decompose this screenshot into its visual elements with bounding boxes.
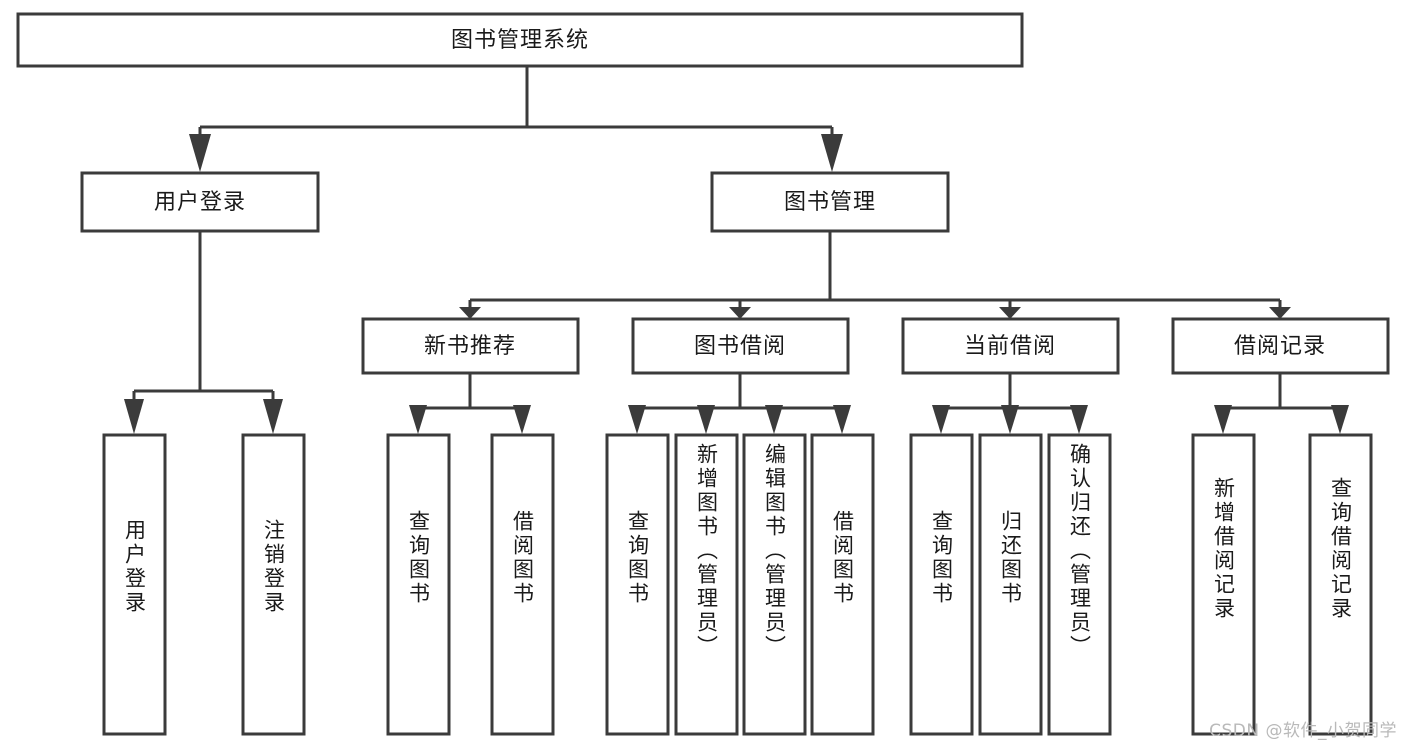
book-management-box-label: 图书管理 (784, 190, 876, 215)
node-book-management[interactable]: 图书管理 (710, 171, 950, 233)
borrow-record-box-rect (1171, 317, 1390, 375)
arrow-icon-leaf-add-record (1214, 405, 1232, 434)
book-management-box-rect (710, 171, 950, 233)
arrow-icon-user-login (189, 134, 211, 172)
edges-user-login-to-leaves (124, 231, 283, 434)
arrow-icon-borrow-record (1269, 307, 1291, 319)
node-new-book-recommend[interactable]: 新书推荐 (361, 317, 580, 375)
arrow-icon-leaf-query-book-3 (932, 405, 950, 434)
leaf-box-add-book[interactable] (674, 433, 739, 736)
leaf-box-query-book-3[interactable] (909, 433, 974, 736)
node-root[interactable]: 图书管理系统 (16, 12, 1024, 68)
arrow-icon-leaf-return-book (1001, 405, 1019, 434)
current-borrow-box-label: 当前借阅 (964, 334, 1056, 359)
arrow-icon-current-borrow (999, 307, 1021, 319)
arrow-icon-leaf-user-logout (263, 399, 283, 434)
current-borrow-box-rect (901, 317, 1120, 375)
arrow-icon-leaf-borrow-book-2 (833, 405, 851, 434)
node-borrow-record[interactable]: 借阅记录 (1171, 317, 1390, 375)
arrow-icon-leaf-query-book-1 (409, 405, 427, 434)
book-borrow-box-label: 图书借阅 (694, 334, 786, 359)
leaf-box-query-book-1[interactable] (386, 433, 451, 736)
leaf-box-user-login[interactable] (102, 433, 167, 736)
edges-root-to-level2 (189, 66, 843, 172)
leaf-box-borrow-book-1[interactable] (490, 433, 555, 736)
arrow-icon-leaf-confirm-return (1070, 405, 1088, 434)
new-book-recommend-box-rect (361, 317, 580, 375)
user-login-box-label: 用户登录 (154, 190, 246, 215)
leaf-box-user-logout[interactable] (241, 433, 306, 736)
node-user-login[interactable]: 用户登录 (80, 171, 320, 233)
edges-current-borrow-to-leaves (932, 373, 1088, 434)
node-book-borrow[interactable]: 图书借阅 (631, 317, 850, 375)
leaf-box-edit-book[interactable] (742, 433, 807, 736)
arrow-icon-leaf-borrow-book-1 (513, 405, 531, 434)
csdn-watermark: CSDN @软件_小贺同学 (1209, 721, 1397, 741)
node-current-borrow[interactable]: 当前借阅 (901, 317, 1120, 375)
root-box-rect (16, 12, 1024, 68)
edges-book-borrow-to-leaves (628, 373, 851, 434)
book-borrow-box-rect (631, 317, 850, 375)
arrow-icon-leaf-query-book-2 (628, 405, 646, 434)
edges-book-management-to-level3 (459, 231, 1291, 319)
edges-new-book-recommend-to-leaves (409, 373, 531, 434)
root-box-label: 图书管理系统 (451, 28, 589, 53)
arrow-icon-leaf-edit-book (765, 405, 783, 434)
arrow-icon-leaf-add-book (697, 405, 715, 434)
leaf-box-query-book-2[interactable] (605, 433, 670, 736)
leaf-box-return-book[interactable] (978, 433, 1043, 736)
arrow-icon-leaf-query-record (1331, 405, 1349, 434)
leaf-box-query-record[interactable] (1308, 433, 1373, 736)
edges-borrow-record-to-leaves (1214, 373, 1349, 434)
arrow-icon-book-management (821, 134, 843, 172)
arrow-icon-book-borrow (729, 307, 751, 319)
leaf-box-add-record[interactable] (1191, 433, 1256, 736)
arrow-icon-new-book-recommend (459, 307, 481, 319)
leaf-box-borrow-book-2[interactable] (810, 433, 875, 736)
leaf-box-confirm-return[interactable] (1047, 433, 1112, 736)
new-book-recommend-box-label: 新书推荐 (424, 334, 516, 359)
arrow-icon-leaf-user-login (124, 399, 144, 434)
borrow-record-box-label: 借阅记录 (1234, 334, 1326, 359)
